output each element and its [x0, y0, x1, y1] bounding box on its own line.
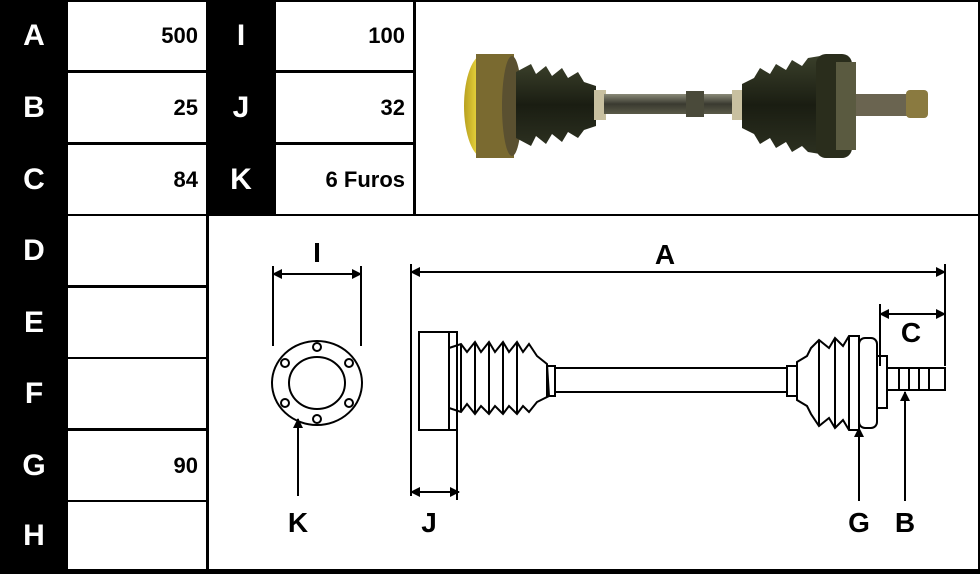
inner-joint-flange [418, 331, 458, 431]
label-k: K [209, 145, 273, 214]
photo-panel [416, 2, 978, 214]
bolt-hole [280, 358, 290, 368]
abs-ring [836, 62, 856, 150]
diagram-panel: I A C K J G B [209, 216, 978, 569]
diagram-label-g: G [848, 507, 870, 538]
label-f: F [2, 359, 66, 428]
flange-circle [271, 340, 363, 426]
value-g: 90 [68, 431, 206, 500]
label-i: I [209, 2, 273, 70]
value-a: 500 [68, 2, 206, 70]
label-h: H [2, 502, 66, 569]
flange-bore [288, 356, 346, 410]
value-b: 25 [68, 73, 206, 142]
diagram-label-i: I [313, 237, 321, 268]
value-f [68, 359, 206, 428]
drive-shaft-photo [464, 54, 928, 158]
bolt-hole [312, 342, 322, 352]
value-i: 100 [276, 2, 413, 70]
label-j: J [209, 73, 273, 142]
value-e [68, 288, 206, 357]
spline [856, 94, 908, 116]
outer-joint-neck [876, 355, 888, 409]
diagram-label-k: K [288, 507, 308, 538]
right-boot [742, 56, 820, 154]
bolt-hole [344, 358, 354, 368]
diagram-label-j: J [421, 507, 437, 538]
bolt-hole [280, 398, 290, 408]
bolt-hole [344, 398, 354, 408]
value-k: 6 Furos [276, 145, 413, 214]
shaft [604, 94, 744, 114]
left-clamp [594, 90, 606, 120]
value-c: 84 [68, 145, 206, 214]
label-e: E [2, 288, 66, 357]
diagram-label-a: A [655, 239, 675, 270]
shaft-outline [554, 367, 788, 393]
nut [906, 90, 928, 118]
diagram-label-b: B [895, 507, 915, 538]
label-a: A [2, 2, 66, 70]
dimension-diagram: I A C K J G B [271, 237, 946, 538]
outer-boot-clamp [786, 365, 798, 397]
right-clamp [732, 90, 744, 120]
spline-outline [886, 367, 946, 391]
label-g: G [2, 431, 66, 500]
label-c: C [2, 145, 66, 214]
inner-boot-outline [448, 340, 551, 416]
diagram-label-c: C [901, 317, 921, 348]
value-h [68, 502, 206, 569]
value-d [68, 216, 206, 285]
label-b: B [2, 73, 66, 142]
shaft-damper [686, 91, 704, 117]
bolt-hole [312, 414, 322, 424]
value-j: 32 [276, 73, 413, 142]
outer-joint-body [858, 337, 878, 429]
label-d: D [2, 216, 66, 285]
left-boot [516, 64, 596, 146]
inner-joint-housing [418, 331, 450, 431]
